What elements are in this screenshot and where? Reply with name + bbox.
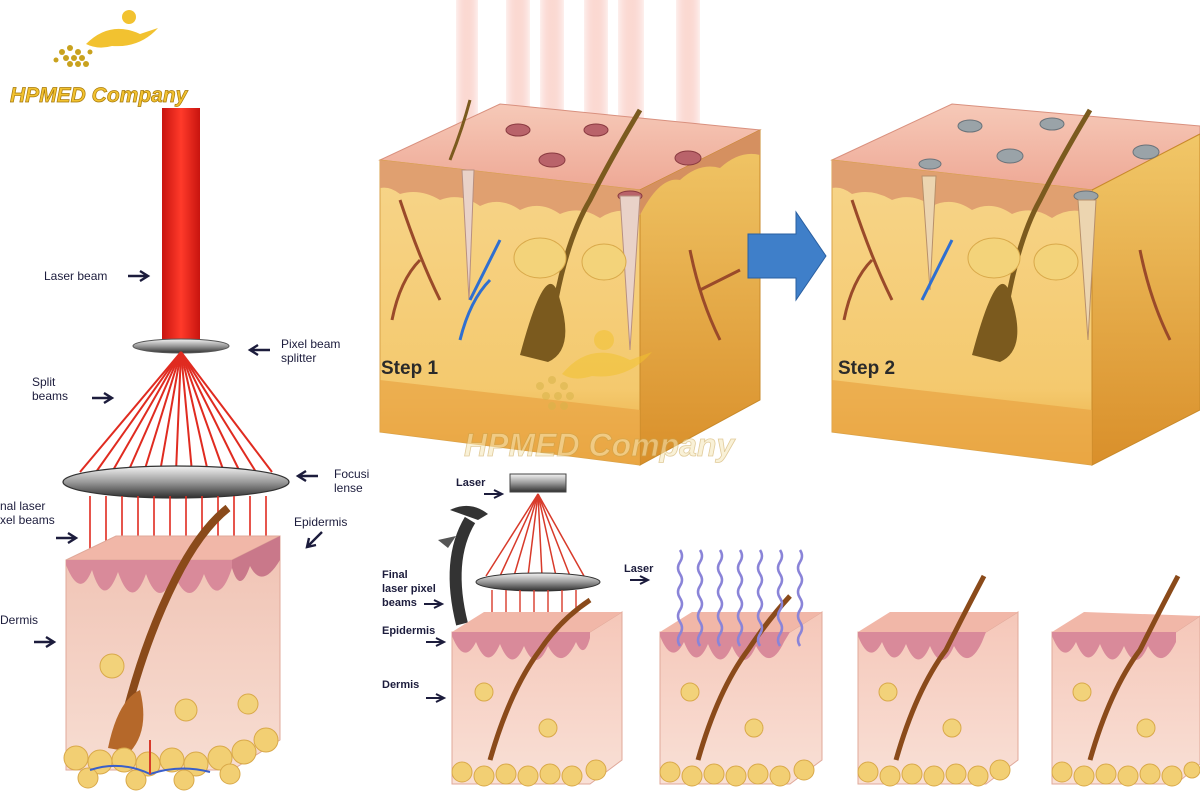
arrow-down-left-icon: [305, 531, 323, 549]
arrow-right-icon: [56, 531, 79, 545]
label-final-pixel-beams-line1: nal laser: [0, 499, 45, 513]
label-final-line2: laser pixel: [382, 583, 436, 595]
scanner-wheel-icon: [438, 505, 488, 626]
label-pixel-beam-splitter-line1: Pixel beam: [281, 337, 340, 351]
arrow-right-icon: [92, 391, 115, 405]
skin-block-3: [857, 574, 1019, 787]
arrow-right-icon: [484, 489, 505, 499]
arrow-right-icon: [426, 693, 447, 703]
watermark-figure-icon: [536, 330, 652, 410]
arrow-right-icon: [34, 635, 57, 649]
skin-block-4: [1051, 574, 1200, 787]
label-final-line3: beams: [382, 597, 417, 609]
arrow-left-icon: [247, 343, 270, 357]
left-laser-diagram: Laser beam Pixel beam splitter Split bea…: [0, 108, 369, 791]
purple-laser-beams: [676, 549, 804, 647]
step1-label: Step 1: [381, 358, 438, 379]
brand-logo: HPMED Company: [10, 10, 189, 107]
split-beams: [79, 351, 273, 473]
label-final-pixel-beams-line2: xel beams: [0, 513, 55, 527]
arrow-right-icon: [424, 599, 445, 609]
skin-block-1: [451, 597, 623, 787]
label-pixel-beam-splitter-line2: splitter: [281, 351, 316, 365]
laser-head: [509, 473, 567, 493]
label-dermis-bottom: Dermis: [382, 679, 419, 691]
label-split-beams-line1: Split: [32, 375, 56, 389]
label-split-beams-line2: beams: [32, 389, 68, 403]
healing-spots: [918, 117, 1160, 202]
skin-block-left: [63, 504, 281, 791]
arrow-left-icon: [295, 469, 318, 483]
bottom-laser-sequence: Laser Final laser pixel beams Epidermis …: [382, 473, 1200, 787]
arrow-right-icon: [128, 269, 151, 283]
pixel-beam-splitter: [132, 338, 230, 354]
step-arrow-icon: [747, 210, 827, 302]
label-focusing-lens-line1: Focusi: [334, 467, 369, 481]
step2-skin-cube: Step 2: [830, 103, 1200, 466]
label-epidermis-bottom: Epidermis: [382, 625, 435, 637]
arrow-right-icon: [426, 637, 447, 647]
label-laser-beam: Laser beam: [44, 269, 107, 283]
label-laser-bottom-right: Laser: [624, 563, 654, 575]
watermark-text: HPMED Company: [464, 427, 736, 463]
arrow-right-icon: [630, 575, 651, 585]
bottom-focusing-lens: [475, 572, 601, 592]
laser-beam: [162, 108, 200, 340]
label-focusing-lens-line2: lense: [334, 481, 363, 495]
label-epidermis: Epidermis: [294, 515, 347, 529]
label-laser-bottom-left: Laser: [456, 477, 486, 489]
focusing-lens: [62, 465, 290, 499]
brand-watermark: HPMED Company: [464, 330, 737, 463]
skin-block-2: [659, 549, 823, 787]
step2-label: Step 2: [838, 358, 895, 379]
logo-text: HPMED Company: [10, 84, 189, 107]
logo-figure-icon: [53, 10, 158, 67]
step1-skin-cube: Step 1: [378, 0, 762, 466]
label-final-line1: Final: [382, 569, 408, 581]
label-dermis: Dermis: [0, 613, 38, 627]
